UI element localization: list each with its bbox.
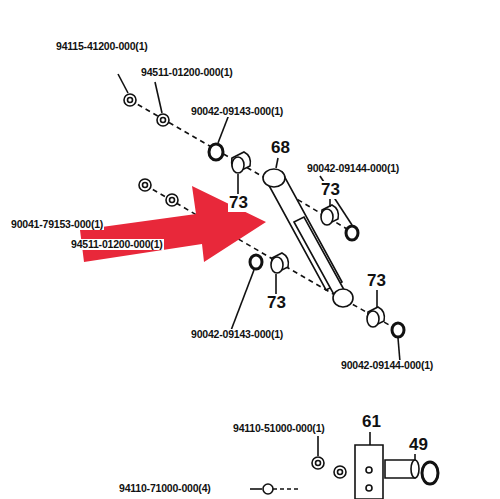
part-number: 94511-01200-000(1) [70,239,164,250]
part-number: 94110-51000-000(1) [232,423,326,434]
part-number: 94511-01200-000(1) [140,67,234,78]
callout-number: 73 [320,181,341,199]
callout-number: 73 [266,294,287,312]
red-pointer-arrow [80,186,266,262]
part-number: 90041-79153-000(1) [10,219,104,230]
part-number: 90042-09143-000(1) [190,329,284,340]
part-number: 94110-71000-000(4) [118,483,212,494]
part-number: 90042-09144-000(1) [306,163,400,174]
part-number: 94115-41200-000(1) [55,41,149,52]
callout-number: 73 [228,194,249,212]
callout-number: 73 [366,272,387,290]
callout-number: 68 [270,139,291,157]
callout-number: 61 [361,413,382,431]
callout-number: 49 [408,436,429,454]
part-number: 90042-09143-000(1) [190,106,284,117]
part-number: 90042-09144-000(1) [340,360,434,371]
